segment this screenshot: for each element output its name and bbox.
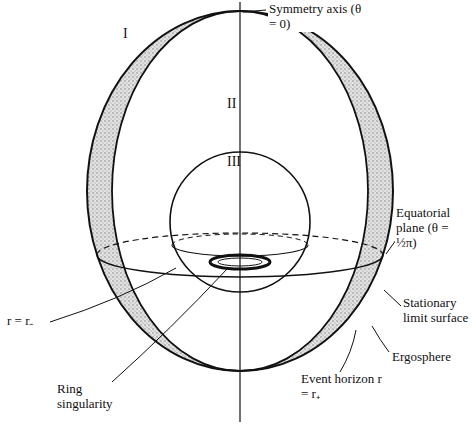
region-label: Ergosphere — [391, 350, 452, 365]
leader-line — [112, 268, 228, 382]
region-label: I — [122, 26, 129, 42]
leader-line — [384, 290, 401, 306]
leader-line — [340, 330, 356, 372]
singularity-label: Ring singularity — [56, 382, 130, 412]
leader-lines — [50, 10, 401, 382]
radius-label: r = r₋ — [6, 314, 35, 329]
region-label: III — [226, 154, 242, 170]
surface-label: Stationary limit surface — [402, 296, 470, 326]
axis-label: Symmetry axis (θ = 0) — [268, 2, 370, 32]
leader-line — [50, 268, 176, 322]
horizon-label: Event horizon r = r₊ — [300, 372, 392, 402]
leader-line — [372, 326, 389, 352]
leader-line — [243, 10, 266, 12]
symmetry-axis — [239, 2, 240, 422]
region-label: II — [226, 96, 237, 112]
plane-label: Equatorial plane (θ = ½π) — [395, 206, 470, 251]
